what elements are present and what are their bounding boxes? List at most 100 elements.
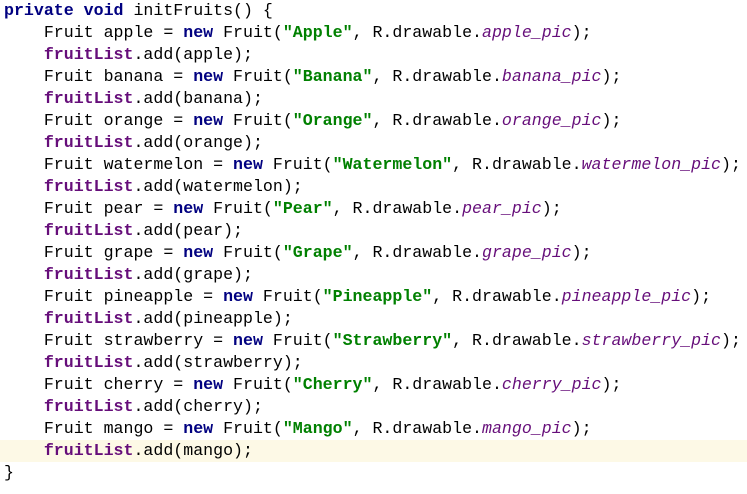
string-literal-token: "Orange"	[292, 111, 373, 130]
code-token: Fruit(	[252, 287, 323, 306]
code-token	[4, 89, 44, 108]
code-line[interactable]: fruitList.add(banana);	[0, 88, 747, 110]
code-token: , R.drawable.	[372, 375, 502, 394]
code-token: );	[571, 243, 592, 262]
keyword-token: new	[223, 287, 253, 306]
keyword-token: new	[193, 67, 224, 86]
code-line[interactable]: fruitList.add(pear);	[0, 220, 747, 242]
code-token: Fruit grape =	[4, 243, 184, 262]
static-field-token: banana_pic	[501, 67, 602, 86]
code-token: .add(pineapple);	[133, 309, 293, 328]
code-token	[4, 177, 44, 196]
code-line[interactable]: fruitList.add(pineapple);	[0, 308, 747, 330]
code-token: .add(apple);	[133, 45, 253, 64]
code-line[interactable]: fruitList.add(apple);	[0, 44, 747, 66]
code-token: Fruit apple =	[4, 23, 184, 42]
code-line[interactable]: fruitList.add(watermelon);	[0, 176, 747, 198]
code-line[interactable]: Fruit orange = new Fruit("Orange", R.dra…	[0, 110, 747, 132]
code-token: .add(cherry);	[133, 397, 263, 416]
keyword-token: new	[183, 23, 214, 42]
code-token: );	[601, 111, 622, 130]
string-literal-token: "Pineapple"	[322, 287, 433, 306]
code-token	[4, 221, 44, 240]
code-token: initFruits() {	[123, 1, 273, 20]
field-token: fruitList	[43, 265, 134, 284]
string-literal-token: "Grape"	[282, 243, 353, 262]
code-token: , R.drawable.	[352, 243, 483, 262]
keyword-token: new	[193, 375, 224, 394]
code-token: Fruit banana =	[4, 67, 194, 86]
code-token: Fruit mango =	[4, 419, 184, 438]
code-line[interactable]: fruitList.add(strawberry);	[0, 352, 747, 374]
static-field-token: strawberry_pic	[581, 331, 721, 350]
field-token: fruitList	[43, 133, 134, 152]
code-line[interactable]: Fruit apple = new Fruit("Apple", R.drawa…	[0, 22, 747, 44]
code-line[interactable]: Fruit strawberry = new Fruit("Strawberry…	[0, 330, 747, 352]
code-line[interactable]: fruitList.add(cherry);	[0, 396, 747, 418]
keyword-token: new	[193, 111, 224, 130]
code-token: );	[721, 331, 741, 350]
code-token: Fruit(	[203, 199, 273, 218]
static-field-token: orange_pic	[501, 111, 602, 130]
field-token: fruitList	[43, 45, 134, 64]
code-token: );	[571, 23, 592, 42]
code-line[interactable]: private void initFruits() {	[0, 0, 747, 22]
string-literal-token: "Apple"	[282, 23, 353, 42]
code-token	[4, 441, 44, 460]
code-token: );	[721, 155, 741, 174]
code-token: .add(pear);	[133, 221, 244, 240]
code-line[interactable]: Fruit mango = new Fruit("Mango", R.drawa…	[0, 418, 747, 440]
keyword-token: private void	[4, 1, 124, 20]
code-token: Fruit(	[213, 419, 283, 438]
code-token: );	[601, 67, 622, 86]
code-line[interactable]: Fruit banana = new Fruit("Banana", R.dra…	[0, 66, 747, 88]
code-line[interactable]: }	[0, 462, 747, 484]
code-line[interactable]: fruitList.add(grape);	[0, 264, 747, 286]
code-line[interactable]: Fruit pineapple = new Fruit("Pineapple",…	[0, 286, 747, 308]
code-token: , R.drawable.	[452, 331, 582, 350]
string-literal-token: "Mango"	[282, 419, 353, 438]
field-token: fruitList	[43, 221, 134, 240]
code-token: Fruit cherry =	[4, 375, 194, 394]
code-token: .add(strawberry);	[133, 353, 303, 372]
static-field-token: grape_pic	[482, 243, 572, 262]
string-literal-token: "Cherry"	[292, 375, 373, 394]
code-line[interactable]: Fruit cherry = new Fruit("Cherry", R.dra…	[0, 374, 747, 396]
code-token: Fruit(	[223, 67, 293, 86]
code-token: .add(watermelon);	[133, 177, 303, 196]
keyword-token: new	[183, 243, 214, 262]
code-line[interactable]: Fruit watermelon = new Fruit("Watermelon…	[0, 154, 747, 176]
code-token	[4, 309, 44, 328]
code-token	[4, 397, 44, 416]
code-token: Fruit watermelon =	[4, 155, 234, 174]
code-token: Fruit(	[223, 111, 293, 130]
static-field-token: pear_pic	[462, 199, 542, 218]
code-line-current[interactable]: fruitList.add(mango);	[0, 440, 747, 462]
string-literal-token: "Strawberry"	[332, 331, 453, 350]
code-token: );	[571, 419, 592, 438]
code-token: .add(banana);	[133, 89, 263, 108]
code-token: Fruit(	[213, 23, 283, 42]
field-token: fruitList	[43, 441, 134, 460]
code-line[interactable]: fruitList.add(orange);	[0, 132, 747, 154]
code-token: , R.drawable.	[372, 67, 502, 86]
field-token: fruitList	[43, 353, 134, 372]
code-token: , R.drawable.	[432, 287, 562, 306]
static-field-token: mango_pic	[482, 419, 572, 438]
code-token: );	[541, 199, 562, 218]
code-line[interactable]: Fruit pear = new Fruit("Pear", R.drawabl…	[0, 198, 747, 220]
code-token	[4, 133, 44, 152]
string-literal-token: "Banana"	[292, 67, 373, 86]
static-field-token: watermelon_pic	[581, 155, 721, 174]
code-token: }	[4, 463, 14, 482]
code-token: Fruit strawberry =	[4, 331, 234, 350]
code-token: , R.drawable.	[452, 155, 582, 174]
code-token: Fruit orange =	[4, 111, 194, 130]
code-token	[4, 353, 44, 372]
code-token: .add(mango);	[133, 441, 253, 460]
code-token: .add(orange);	[133, 133, 263, 152]
keyword-token: new	[233, 331, 263, 350]
code-line[interactable]: Fruit grape = new Fruit("Grape", R.drawa…	[0, 242, 747, 264]
code-token	[4, 45, 44, 64]
